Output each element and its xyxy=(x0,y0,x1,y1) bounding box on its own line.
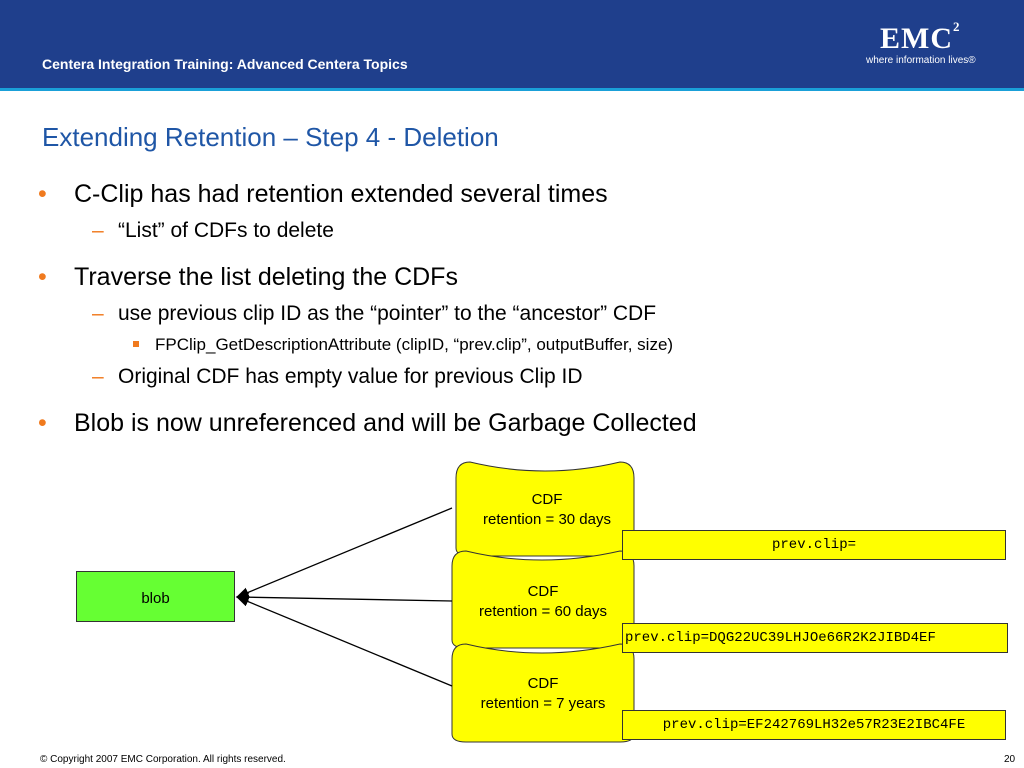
cdf-retention: retention = 60 days xyxy=(478,603,607,620)
cdf-label: CDF retention = 7 years xyxy=(452,674,634,714)
bullet-dash-icon: – xyxy=(92,302,104,325)
bullet-level2: “List” of CDFs to delete xyxy=(118,219,334,242)
reference-arrow xyxy=(235,507,453,598)
logo-text: EMC xyxy=(880,22,953,55)
logo-tagline: where information lives® xyxy=(866,55,976,66)
bullet-level1: Traverse the list deleting the CDFs xyxy=(74,263,458,291)
cdf-title: CDF xyxy=(527,583,559,600)
page-number: 20 xyxy=(1004,754,1016,765)
prev-clip-box: prev.clip=DQG22UC39LHJOe66R2K2JIBD4EF xyxy=(622,623,1008,653)
header-rule xyxy=(0,88,1024,91)
cdf-label: CDF retention = 30 days xyxy=(456,490,638,530)
prev-clip-box: prev.clip= xyxy=(622,530,1006,560)
bullet-level1: C-Clip has had retention extended severa… xyxy=(74,180,608,208)
bullet-level1: Blob is now unreferenced and will be Gar… xyxy=(74,409,697,437)
reference-arrow xyxy=(235,596,453,687)
logo-superscript: 2 xyxy=(953,19,961,34)
bullet-dot-icon: • xyxy=(38,263,47,291)
bullet-dash-icon: – xyxy=(92,219,104,242)
blob-box: blob xyxy=(76,571,235,622)
cdf-title: CDF xyxy=(527,675,559,692)
slide-title: Extending Retention – Step 4 - Deletion xyxy=(42,122,499,152)
bullet-level2: use previous clip ID as the “pointer” to… xyxy=(118,302,657,325)
bullet-dot-icon: • xyxy=(38,180,47,208)
cdf-title: CDF xyxy=(531,491,563,508)
cdf-label: CDF retention = 60 days xyxy=(452,582,634,622)
cdf-retention: retention = 7 years xyxy=(480,695,606,712)
slide-header: Centera Integration Training: Advanced C… xyxy=(0,0,1024,88)
reference-arrow xyxy=(235,592,453,603)
bullet-dash-icon: – xyxy=(92,365,104,388)
bullet-level3: FPClip_GetDescriptionAttribute (clipID, … xyxy=(155,335,674,354)
prev-clip-box: prev.clip=EF242769LH32e57R23E2IBC4FE xyxy=(622,710,1006,740)
footer-copyright: © Copyright 2007 EMC Corporation. All ri… xyxy=(40,754,286,765)
bullet-level2: Original CDF has empty value for previou… xyxy=(118,365,583,388)
bullet-dot-icon: • xyxy=(38,409,47,437)
emc-logo: EMC2 xyxy=(880,19,961,56)
cdf-retention: retention = 30 days xyxy=(482,511,611,528)
header-title: Centera Integration Training: Advanced C… xyxy=(42,56,408,72)
square-bullet-icon xyxy=(133,341,139,347)
